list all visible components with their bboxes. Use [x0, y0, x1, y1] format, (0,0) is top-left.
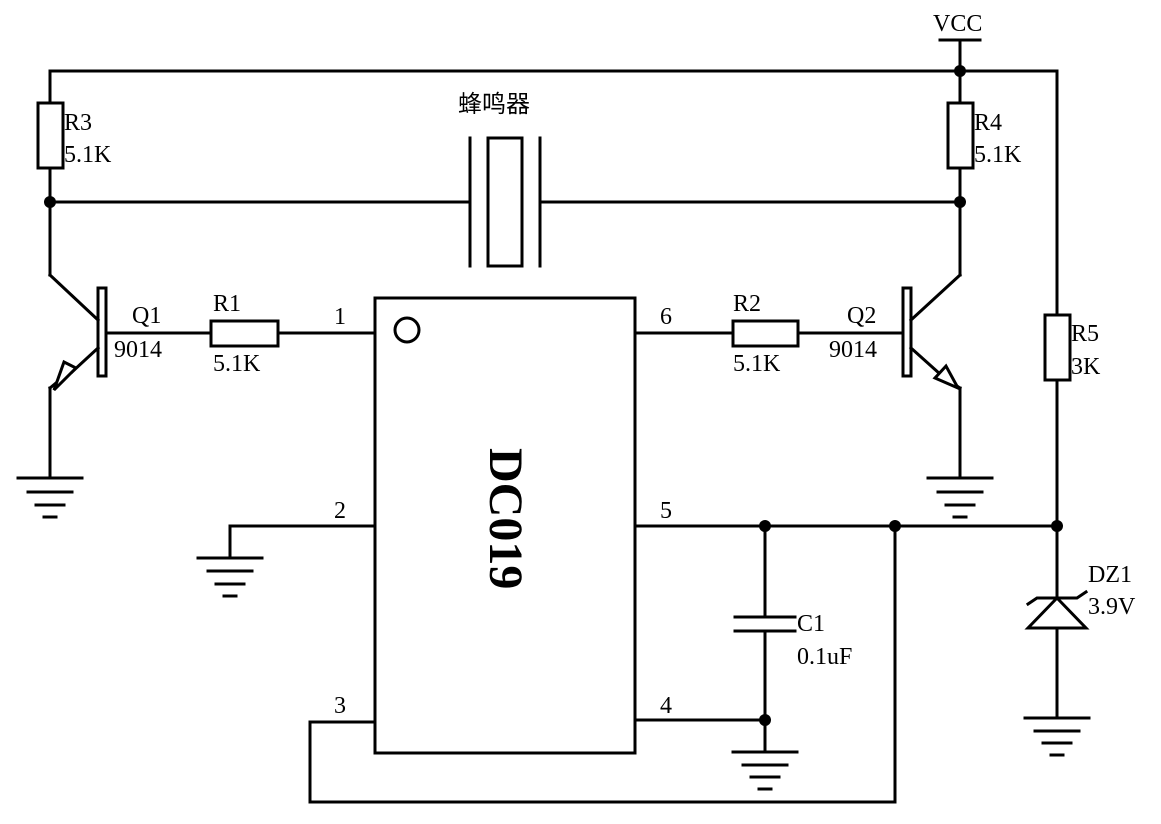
dz1-value: 3.9V [1088, 594, 1136, 620]
ground-dz1 [1023, 716, 1091, 757]
pin1-marker [393, 316, 421, 344]
junction-dot [759, 520, 771, 532]
dz1-ref: DZ1 [1088, 562, 1132, 588]
c1-ref: C1 [797, 611, 825, 637]
vcc-symbol: VCC [933, 11, 982, 42]
junction-dot [44, 196, 56, 208]
transistor-q2: Q2 9014 [829, 272, 963, 392]
pin-4-label: 4 [660, 693, 672, 719]
junctions [44, 65, 1063, 726]
wires [48, 38, 1059, 804]
pin-5-label: 5 [660, 498, 672, 524]
junction-dot [759, 714, 771, 726]
resistor-r5: R5 3K [1043, 313, 1101, 382]
q2-value: 9014 [829, 337, 877, 363]
ground-q2 [926, 476, 994, 519]
junction-dot [954, 65, 966, 77]
resistor-r4: R4 5.1K [946, 101, 1022, 170]
r4-ref: R4 [974, 110, 1002, 136]
r1-value: 5.1K [213, 351, 261, 377]
c1-value: 0.1uF [797, 644, 852, 670]
pin-1-label: 1 [334, 304, 346, 330]
resistor-r1: R1 5.1K [209, 291, 280, 377]
wire-pin2-ground [228, 524, 377, 558]
r3-value: 5.1K [64, 142, 112, 168]
pin-6-label: 6 [660, 304, 672, 330]
junction-dot [889, 520, 901, 532]
buzzer-symbol: 蜂鸣器 [458, 90, 542, 268]
ground-pin2 [196, 556, 264, 598]
transistor-q1: Q1 9014 [47, 272, 162, 392]
junction-dot [954, 196, 966, 208]
wire-pin3-loop [308, 524, 897, 804]
ground-q1 [16, 476, 84, 519]
r5-ref: R5 [1071, 321, 1099, 347]
r4-value: 5.1K [974, 142, 1022, 168]
r1-ref: R1 [213, 291, 241, 317]
r3-ref: R3 [64, 110, 92, 136]
vcc-label: VCC [933, 11, 982, 37]
resistor-r3: R3 5.1K [36, 101, 112, 170]
ground-c1 [731, 750, 799, 791]
r2-ref: R2 [733, 291, 761, 317]
pin-3-label: 3 [334, 693, 346, 719]
q2-ref: Q2 [847, 303, 876, 329]
junction-dot [1051, 520, 1063, 532]
pin-2-label: 2 [334, 498, 346, 524]
zener-dz1: DZ1 3.9V [1024, 562, 1136, 630]
ic-name: DC019 [479, 448, 532, 589]
q1-ref: Q1 [132, 303, 161, 329]
capacitor-c1: C1 0.1uF [733, 611, 852, 670]
resistor-r2: R2 5.1K [731, 291, 800, 377]
r5-value: 3K [1071, 354, 1101, 380]
r2-value: 5.1K [733, 351, 781, 377]
q1-value: 9014 [114, 337, 162, 363]
ic-dc019: DC019 1 2 3 4 5 6 [334, 296, 672, 755]
buzzer-label: 蜂鸣器 [458, 90, 530, 118]
